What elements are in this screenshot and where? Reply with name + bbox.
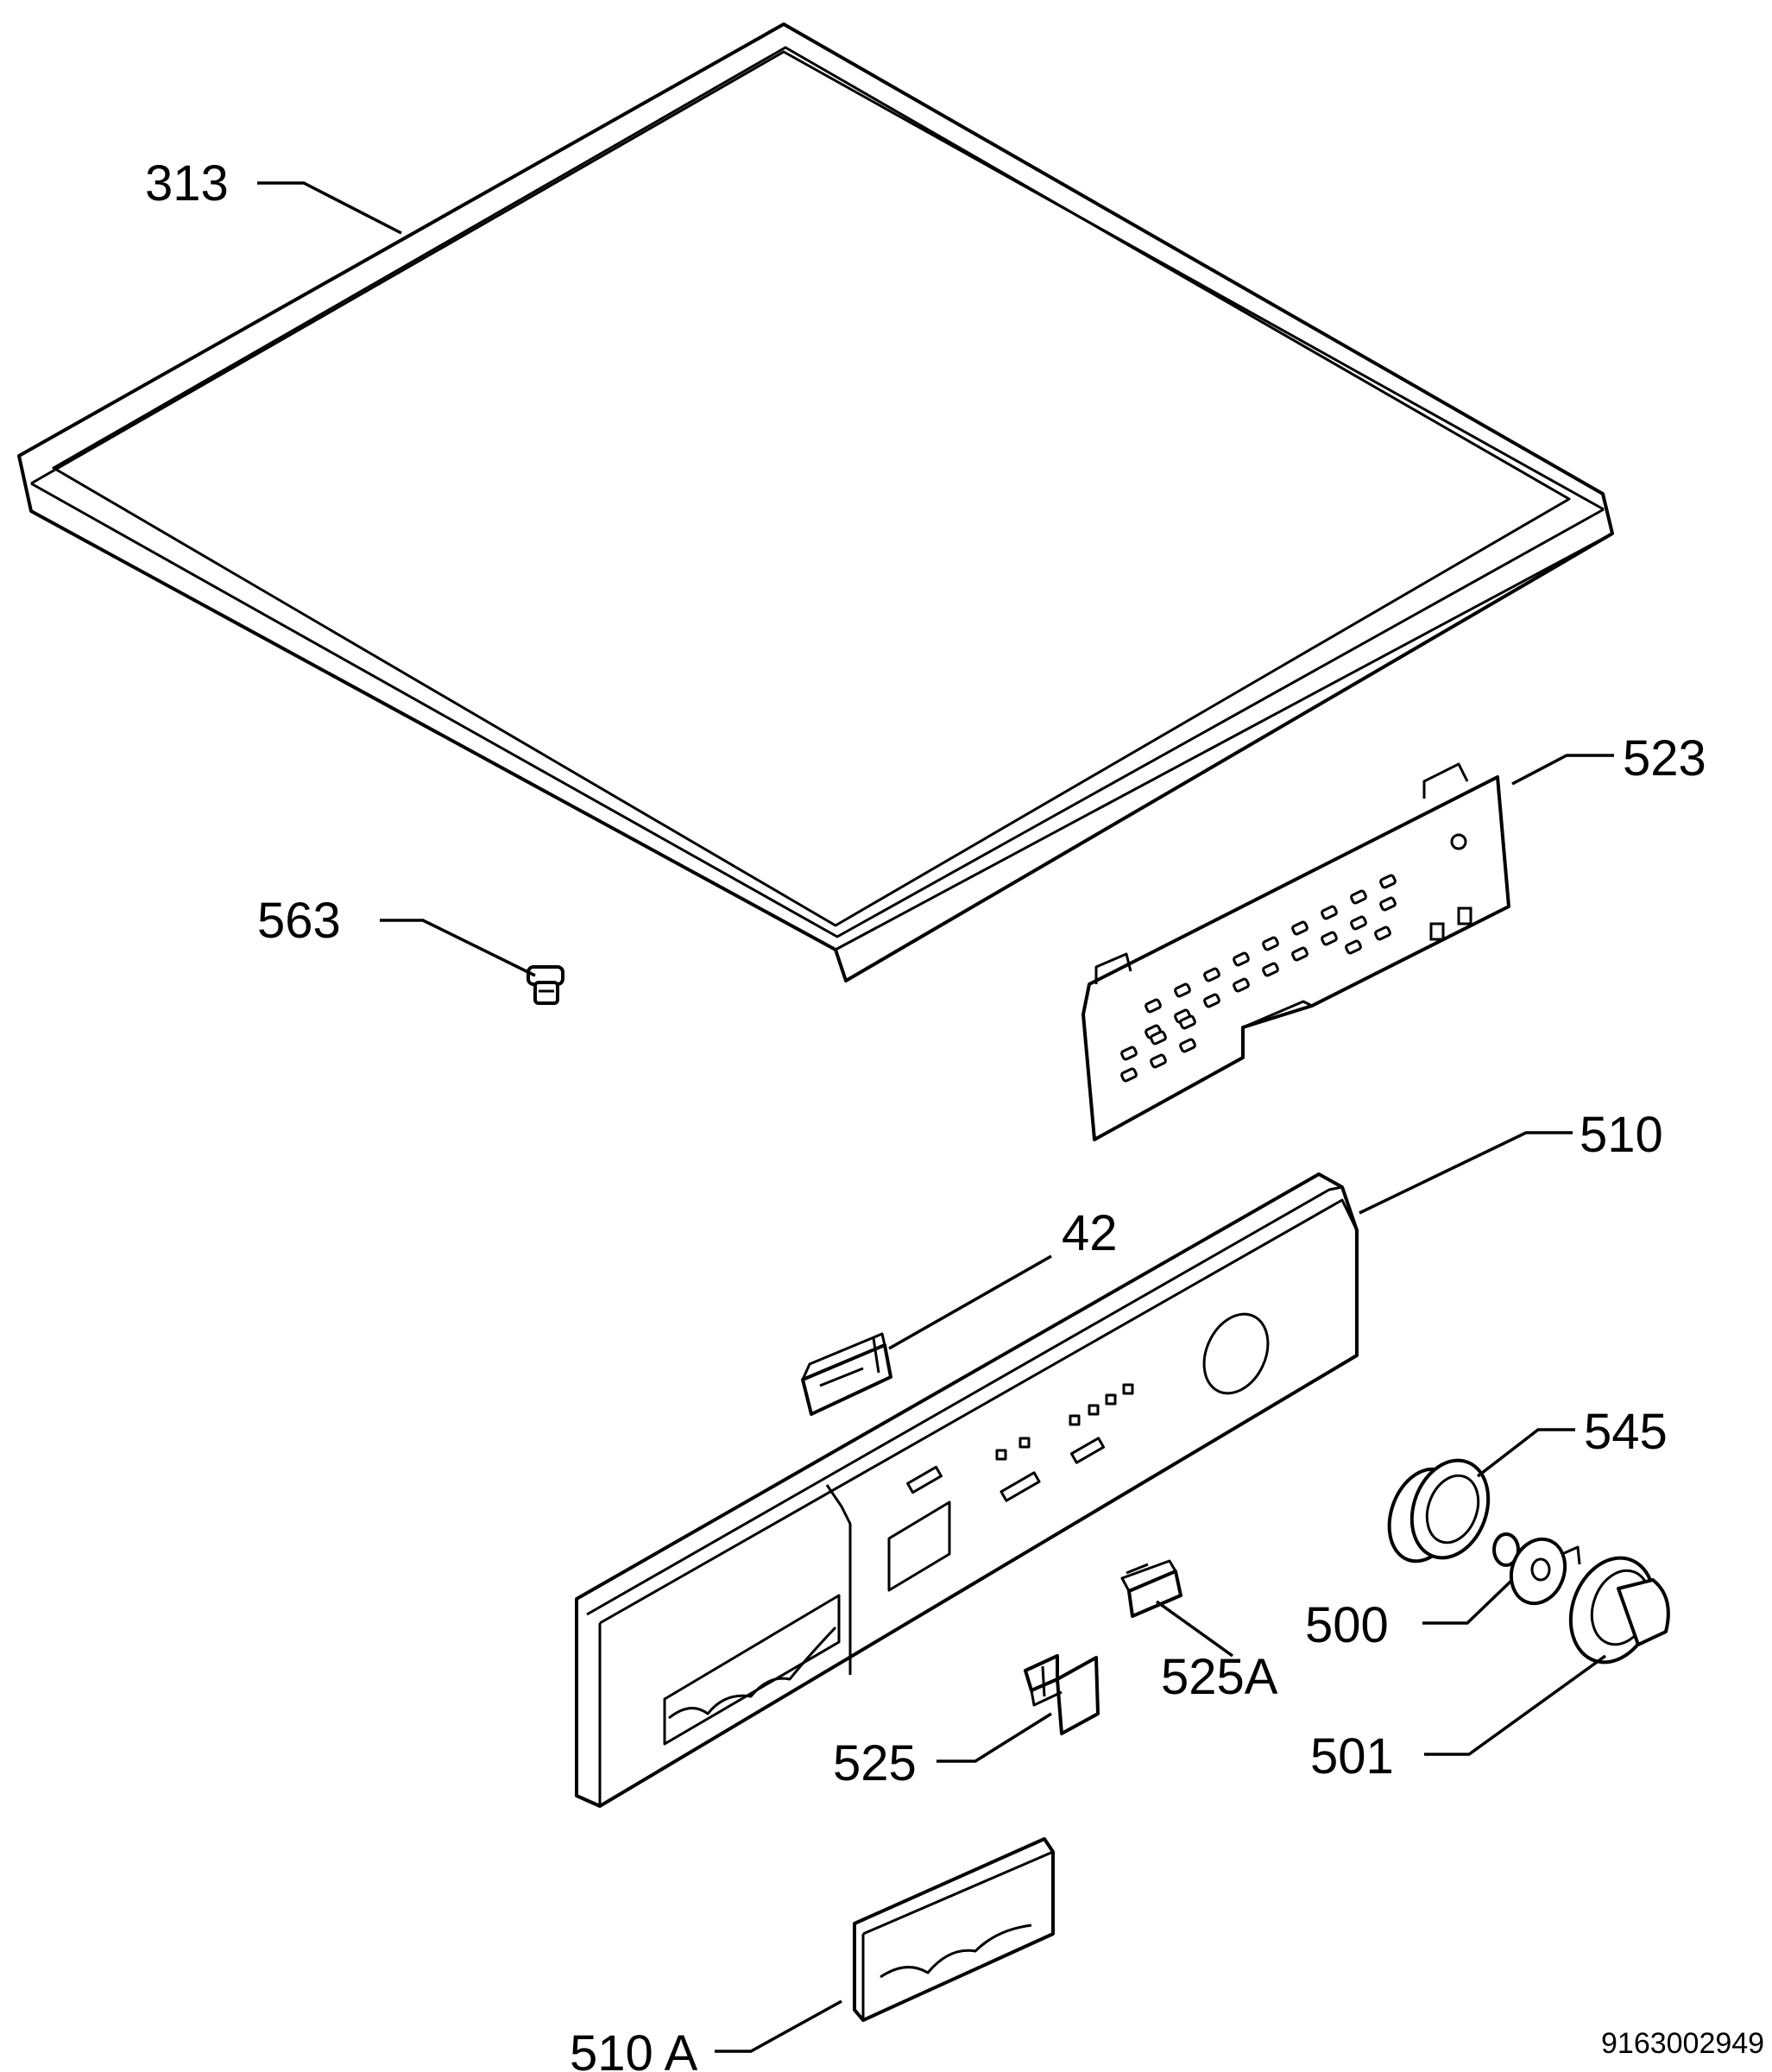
- document-number: 9163002949: [1601, 2027, 1764, 2060]
- callout-510A: 510 A: [570, 2025, 698, 2072]
- part-500-selector-shaft: [1492, 1532, 1581, 1606]
- callout-501: 501: [1310, 1728, 1394, 1785]
- part-510-control-panel: [575, 1172, 1359, 1808]
- callout-523: 523: [1623, 730, 1706, 786]
- board-component-holes: [1120, 874, 1397, 1083]
- callout-42: 42: [1062, 1205, 1118, 1261]
- part-313-top-cover: [17, 22, 1614, 982]
- part-525-push-button: [1024, 1654, 1100, 1735]
- part-563-screw: [527, 965, 564, 1005]
- callout-545: 545: [1584, 1404, 1668, 1460]
- part-545-knob-ring: [1387, 1458, 1491, 1563]
- callout-510: 510: [1580, 1107, 1663, 1163]
- callout-500: 500: [1305, 1597, 1389, 1653]
- callout-525: 525: [833, 1735, 917, 1791]
- leader-lines: [257, 181, 1614, 2053]
- callout-563: 563: [257, 893, 341, 949]
- part-501-knob: [1568, 1556, 1670, 1665]
- callout-525A: 525A: [1161, 1649, 1278, 1705]
- part-523-electronic-board: [1081, 762, 1510, 1141]
- callout-labels: 313 523 563 510 42 545 500 525A 501 525 …: [145, 155, 1706, 2072]
- part-510A-insert: [853, 1837, 1055, 2022]
- part-525A-switch: [1120, 1559, 1182, 1618]
- callout-313: 313: [145, 155, 229, 212]
- part-42-clip: [801, 1332, 892, 1416]
